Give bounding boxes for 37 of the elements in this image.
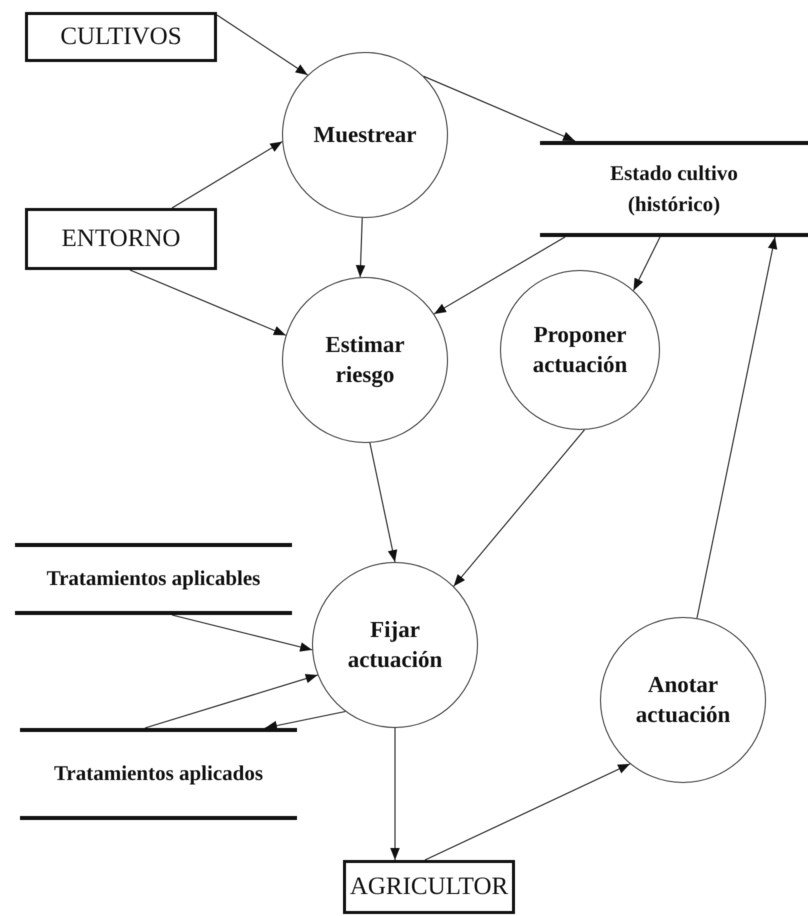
process-label: Muestrear xyxy=(313,121,417,150)
arrow xyxy=(369,442,398,562)
process-circle xyxy=(282,52,448,218)
arrow xyxy=(130,270,286,336)
arrow xyxy=(453,430,585,587)
process-label: Anotar actuación xyxy=(634,671,732,729)
data-store xyxy=(15,543,292,615)
entity-box xyxy=(25,12,217,62)
data-store xyxy=(20,728,297,820)
process-circle xyxy=(312,562,478,728)
arrow xyxy=(633,236,660,291)
arrow xyxy=(423,76,576,142)
data-store xyxy=(540,141,808,237)
arrow xyxy=(216,14,308,76)
entity-label: AGRICULTOR xyxy=(350,873,508,901)
arrow xyxy=(356,218,366,278)
data-store-label: Estado cultivo (histórico) xyxy=(609,160,739,218)
entity-label: ENTORNO xyxy=(62,225,180,253)
arrow xyxy=(424,763,630,860)
arrow xyxy=(264,710,346,730)
data-store-label: Tratamientos aplicables xyxy=(46,565,260,592)
data-store-label: Tratamientos aplicados xyxy=(54,760,264,788)
process-label: Estimar riesgo xyxy=(324,331,406,390)
process-circle xyxy=(500,270,660,430)
arrow xyxy=(172,614,312,652)
process-label: Proponer actuación xyxy=(532,321,628,379)
process-circle xyxy=(600,617,766,783)
entity-label: CULTIVOS xyxy=(60,23,182,51)
process-label: Fijar actuación xyxy=(346,616,444,674)
entity-box xyxy=(343,860,515,914)
process-circle xyxy=(282,277,448,443)
arrow xyxy=(390,728,400,860)
arrow xyxy=(696,236,778,618)
entity-box xyxy=(25,208,217,270)
arrow xyxy=(144,674,318,729)
arrow xyxy=(172,141,283,208)
arrow xyxy=(434,236,566,314)
